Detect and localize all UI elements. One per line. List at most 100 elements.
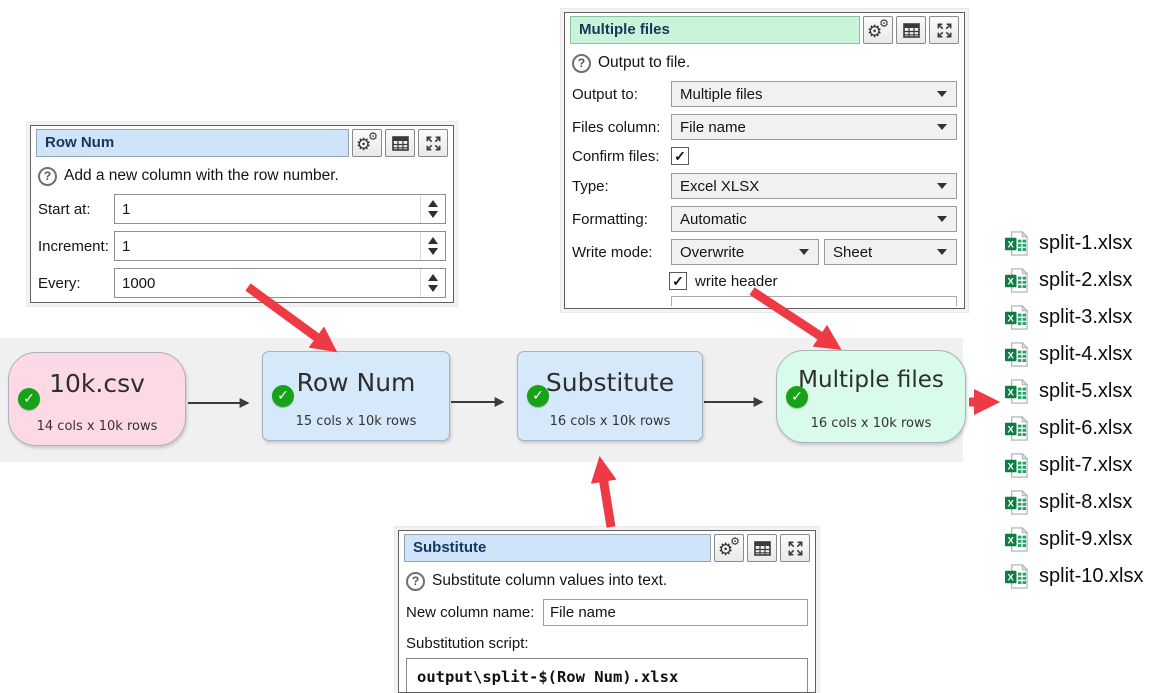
node-10k-csv[interactable]: ✓ 10k.csv 14 cols x 10k rows	[8, 352, 186, 446]
write-header-label: write header	[695, 272, 778, 290]
panel-description: Substitute column values into text.	[432, 572, 668, 589]
clipped-field-edge	[671, 296, 957, 306]
substitution-script-editor[interactable]: output\split-$(Row Num).xlsx	[406, 658, 808, 692]
svg-text:X: X	[1008, 424, 1015, 435]
file-list-item[interactable]: X split-4.xlsx	[1004, 336, 1160, 373]
files-column-select[interactable]: File name	[671, 114, 957, 140]
file-name: split-10.xlsx	[1039, 565, 1144, 587]
file-list-item[interactable]: X split-7.xlsx	[1004, 447, 1160, 484]
node-subtitle: 15 cols x 10k rows	[295, 414, 417, 429]
excel-file-icon: X	[1004, 415, 1029, 441]
node-title: Row Num	[296, 368, 416, 397]
spinner-up-down[interactable]	[420, 195, 445, 223]
settings-gear-button[interactable]: ⚙ ⚙	[352, 129, 382, 157]
svg-text:X: X	[1008, 350, 1015, 361]
svg-text:X: X	[1008, 498, 1015, 509]
spin-down-icon[interactable]	[428, 211, 438, 218]
help-icon[interactable]: ?	[406, 571, 425, 591]
file-list-item[interactable]: X split-3.xlsx	[1004, 299, 1160, 336]
settings-gear-button[interactable]: ⚙ ⚙	[714, 534, 744, 562]
panel-title: Multiple files	[570, 16, 860, 44]
file-list-item[interactable]: X split-8.xlsx	[1004, 484, 1160, 521]
file-name: split-5.xlsx	[1039, 380, 1133, 402]
formatting-select[interactable]: Automatic	[671, 206, 957, 232]
panel-titlebar: Substitute ⚙ ⚙	[404, 534, 810, 562]
panel-titlebar: Row Num ⚙ ⚙	[36, 129, 448, 157]
status-ok-icon: ✓	[18, 388, 40, 410]
every-input[interactable]: 1000	[114, 268, 446, 298]
file-list-item[interactable]: X split-2.xlsx	[1004, 262, 1160, 299]
file-list-item[interactable]: X split-1.xlsx	[1004, 225, 1160, 262]
expand-button[interactable]	[418, 129, 448, 157]
status-ok-icon: ✓	[272, 385, 294, 407]
file-list-item[interactable]: X split-9.xlsx	[1004, 521, 1160, 558]
svg-text:X: X	[1008, 276, 1015, 287]
confirm-files-checkbox[interactable]: ✓	[671, 147, 689, 165]
gear-icon: ⚙	[368, 130, 378, 143]
formatting-label: Formatting:	[572, 210, 648, 228]
sheet-select[interactable]: Sheet	[824, 239, 957, 265]
excel-file-icon: X	[1004, 304, 1029, 330]
status-ok-icon: ✓	[527, 385, 549, 407]
svg-text:X: X	[1008, 313, 1015, 324]
spinner-up-down[interactable]	[420, 269, 445, 297]
table-view-button[interactable]	[385, 129, 415, 157]
new-column-name-label: New column name:	[406, 604, 535, 621]
node-substitute[interactable]: ✓ Substitute 16 cols x 10k rows	[517, 351, 703, 441]
confirm-files-label: Confirm files:	[572, 147, 660, 165]
type-select[interactable]: Excel XLSX	[671, 173, 957, 199]
file-list-item[interactable]: X split-10.xlsx	[1004, 558, 1160, 595]
write-header-checkbox[interactable]: ✓	[669, 272, 687, 290]
spin-down-icon[interactable]	[428, 285, 438, 292]
node-subtitle: 16 cols x 10k rows	[810, 416, 932, 431]
table-icon	[902, 22, 920, 38]
table-icon	[391, 135, 409, 151]
start-at-input[interactable]: 1	[114, 194, 446, 224]
spin-up-icon[interactable]	[428, 200, 438, 207]
spin-down-icon[interactable]	[428, 248, 438, 255]
svg-text:X: X	[1008, 387, 1015, 398]
help-icon[interactable]: ?	[572, 53, 591, 73]
panel-titlebar: Multiple files ⚙ ⚙	[570, 16, 959, 44]
output-to-select[interactable]: Multiple files	[671, 81, 957, 107]
svg-text:X: X	[1008, 239, 1015, 250]
type-label: Type:	[572, 177, 609, 195]
file-list-item[interactable]: X split-6.xlsx	[1004, 410, 1160, 447]
excel-file-icon: X	[1004, 341, 1029, 367]
excel-file-icon: X	[1004, 489, 1029, 515]
new-column-name-input[interactable]: File name	[543, 599, 808, 626]
every-label: Every:	[38, 274, 81, 292]
excel-file-icon: X	[1004, 267, 1029, 293]
spin-up-icon[interactable]	[428, 237, 438, 244]
expand-button[interactable]	[780, 534, 810, 562]
gear-icon: ⚙	[730, 535, 740, 548]
increment-input[interactable]: 1	[114, 231, 446, 261]
substitute-panel: Substitute ⚙ ⚙ ? Substitute	[398, 530, 816, 693]
expand-icon	[937, 23, 951, 37]
node-title: Multiple files	[798, 367, 944, 393]
status-ok-icon: ✓	[786, 385, 808, 408]
file-list-item[interactable]: X split-5.xlsx	[1004, 373, 1160, 410]
spinner-up-down[interactable]	[420, 232, 445, 260]
table-view-button[interactable]	[896, 16, 926, 44]
file-name: split-6.xlsx	[1039, 417, 1133, 439]
settings-gear-button[interactable]: ⚙ ⚙	[863, 16, 893, 44]
expand-button[interactable]	[929, 16, 959, 44]
node-row-num[interactable]: ✓ Row Num 15 cols x 10k rows	[262, 351, 450, 441]
help-icon[interactable]: ?	[38, 166, 57, 186]
file-name: split-1.xlsx	[1039, 232, 1133, 254]
expand-icon	[788, 541, 802, 555]
node-multiple-files[interactable]: ✓ Multiple files 16 cols x 10k rows	[776, 350, 966, 443]
file-name: split-4.xlsx	[1039, 343, 1133, 365]
write-mode-select[interactable]: Overwrite	[671, 239, 819, 265]
table-view-button[interactable]	[747, 534, 777, 562]
spin-up-icon[interactable]	[428, 274, 438, 281]
node-subtitle: 14 cols x 10k rows	[36, 419, 158, 434]
excel-file-icon: X	[1004, 526, 1029, 552]
increment-label: Increment:	[38, 237, 109, 255]
gear-icon: ⚙	[879, 17, 889, 30]
chevron-down-icon	[937, 124, 947, 130]
file-name: split-3.xlsx	[1039, 306, 1133, 328]
node-title: 10k.csv	[49, 369, 145, 398]
multiple-files-panel: Multiple files ⚙ ⚙ ? Output	[564, 12, 965, 309]
